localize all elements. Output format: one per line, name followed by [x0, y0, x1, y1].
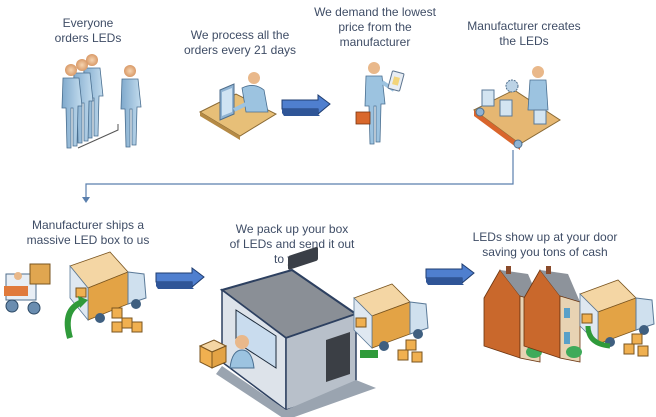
houses-delivery-icon: [483, 266, 656, 376]
boxes-icon: [623, 333, 649, 357]
step-caption-process: We process all the orders every 21 days: [183, 28, 297, 57]
green-arrow-icon: [64, 299, 84, 339]
step-caption-ship: Manufacturer ships a massive LED box to …: [26, 218, 150, 247]
people-group-icon: [48, 50, 148, 150]
boxes-icon: [397, 339, 423, 363]
assembly-line-icon: [472, 62, 562, 154]
truck-icon: [69, 251, 147, 323]
flow-arrow-1: [281, 94, 332, 117]
forklift-icon: [4, 263, 51, 315]
step-caption-demand: We demand the lowest price from the manu…: [314, 5, 436, 49]
flow-arrow-2: [155, 267, 206, 290]
green-arrow-icon: [585, 325, 611, 349]
worker-icon: [229, 335, 255, 369]
forklift-truck-icon: [0, 251, 150, 342]
green-arrow-icon: [360, 350, 378, 358]
step-caption-create: Manufacturer creates the LEDs: [467, 19, 581, 48]
boxes-icon: [111, 307, 143, 333]
flow-arrow-3: [425, 263, 476, 286]
step-caption-pack: We pack up your box of LEDs and send it …: [229, 222, 355, 266]
house-icon: [523, 266, 582, 363]
step-caption-deliver: LEDs show up at your door saving you ton…: [472, 230, 618, 259]
step-caption-order: Everyone orders LEDs: [54, 16, 122, 45]
businessman-icon: [352, 60, 412, 148]
package-icon: [198, 339, 228, 369]
truck-icon: [579, 279, 655, 357]
delivery-truck-icon: [352, 283, 432, 374]
desk-worker-icon: [198, 68, 278, 140]
